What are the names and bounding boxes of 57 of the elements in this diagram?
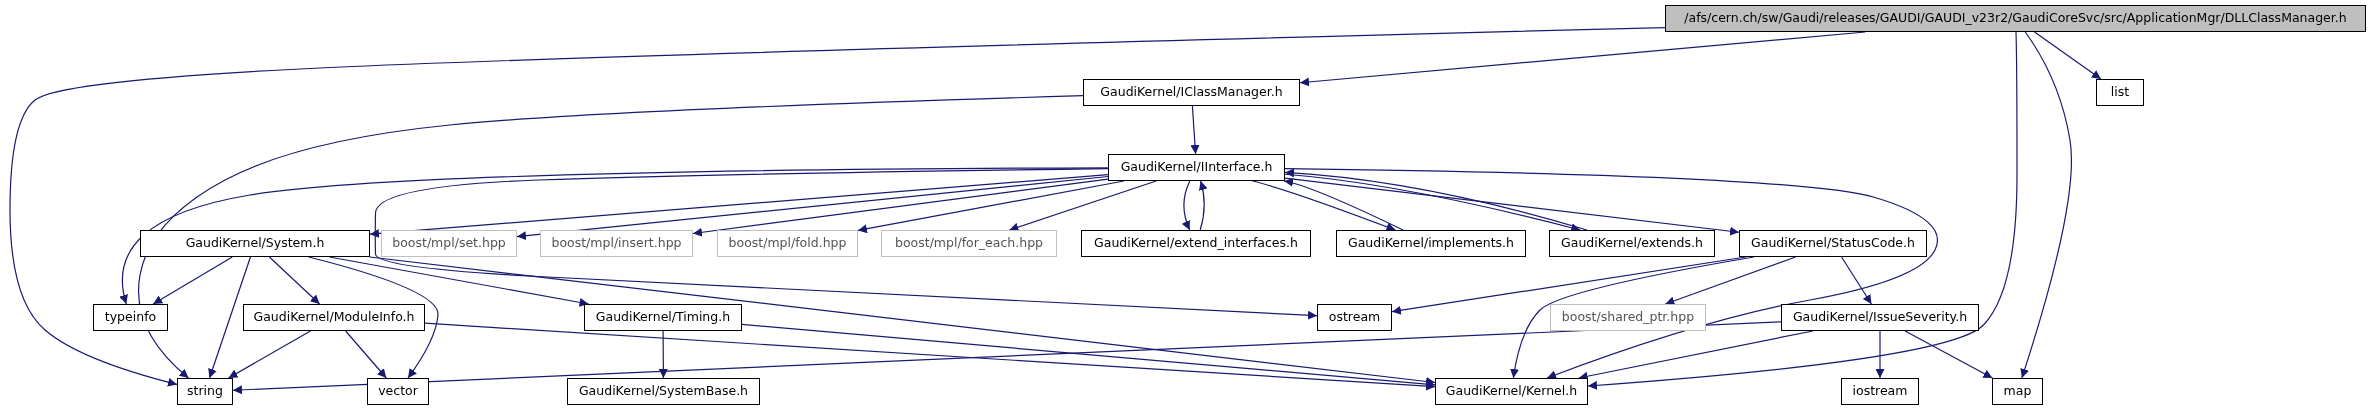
arrow bbox=[9, 26, 1666, 387]
arrow bbox=[1840, 256, 1873, 305]
arrow bbox=[2033, 31, 2102, 80]
arrow bbox=[2020, 31, 2073, 379]
arrow bbox=[369, 174, 1109, 238]
arrow bbox=[152, 256, 233, 305]
arrow bbox=[227, 330, 312, 379]
arrow bbox=[369, 256, 1436, 386]
arrow bbox=[137, 95, 1084, 379]
arrow bbox=[345, 330, 387, 379]
header-file-box: GaudiKernel/IClassManager.h bbox=[1083, 79, 1300, 106]
header-file-box: typeinfo bbox=[93, 304, 168, 331]
arrow bbox=[516, 175, 1109, 241]
arrow bbox=[692, 178, 1109, 237]
arrow bbox=[119, 167, 1109, 305]
arrow bbox=[208, 256, 252, 379]
external-header-box: boost/shared_ptr.hpp bbox=[1550, 304, 1706, 331]
header-file-box: GaudiKernel/StatusCode.h bbox=[1739, 230, 1927, 257]
arrow bbox=[1904, 330, 1993, 379]
arrow bbox=[1182, 180, 1191, 231]
arrow bbox=[1875, 330, 1885, 379]
arrow bbox=[1252, 180, 1396, 232]
header-file-box: GaudiKernel/ModuleInfo.h bbox=[243, 304, 425, 331]
arrow bbox=[1198, 180, 1208, 231]
arrow bbox=[374, 168, 1318, 320]
external-header-box: boost/mpl/for_each.hpp bbox=[881, 230, 1057, 257]
arrow bbox=[1190, 105, 1200, 155]
header-file-box: iostream bbox=[1841, 378, 1919, 405]
external-header-box: boost/mpl/insert.hpp bbox=[540, 230, 693, 257]
arrow bbox=[741, 323, 1436, 389]
arrow bbox=[1587, 31, 2018, 390]
arrow bbox=[1284, 168, 1939, 380]
header-file-box: GaudiKernel/implements.h bbox=[1336, 230, 1526, 257]
arrow bbox=[308, 256, 439, 379]
header-file-box: string bbox=[177, 378, 233, 405]
header-file-box: list bbox=[2096, 79, 2144, 106]
arrow bbox=[424, 322, 1436, 391]
arrow bbox=[268, 256, 321, 305]
header-file-box: map bbox=[1992, 378, 2043, 405]
external-header-box: boost/mpl/fold.hpp bbox=[717, 230, 858, 257]
header-file-box: /afs/cern.ch/sw/Gaudi/releases/GAUDI/GAUDI_v23r2/GaudiCoreSvc/src/ApplicationMgr/DLLClassManager.h bbox=[1665, 5, 2366, 32]
header-file-box: GaudiKernel/System.h bbox=[140, 230, 370, 257]
header-file-box: GaudiKernel/SystemBase.h bbox=[567, 378, 760, 405]
arrow bbox=[1664, 256, 1797, 306]
external-header-box: boost/mpl/set.hpp bbox=[381, 230, 517, 257]
arrow bbox=[658, 330, 668, 379]
arrow bbox=[1283, 178, 1404, 231]
header-file-box: GaudiKernel/IssueSeverity.h bbox=[1781, 304, 1979, 331]
header-file-box: GaudiKernel/extends.h bbox=[1549, 230, 1715, 257]
header-file-box: GaudiKernel/Kernel.h bbox=[1435, 378, 1588, 405]
header-file-box: GaudiKernel/extend_interfaces.h bbox=[1081, 230, 1311, 257]
arrow bbox=[1008, 180, 1157, 232]
header-file-box: vector bbox=[367, 378, 429, 405]
header-file-box: GaudiKernel/IInterface.h bbox=[1108, 154, 1285, 181]
header-file-box: GaudiKernel/Timing.h bbox=[584, 304, 742, 331]
arrow bbox=[1284, 177, 1740, 236]
header-file-box: ostream bbox=[1317, 304, 1392, 331]
